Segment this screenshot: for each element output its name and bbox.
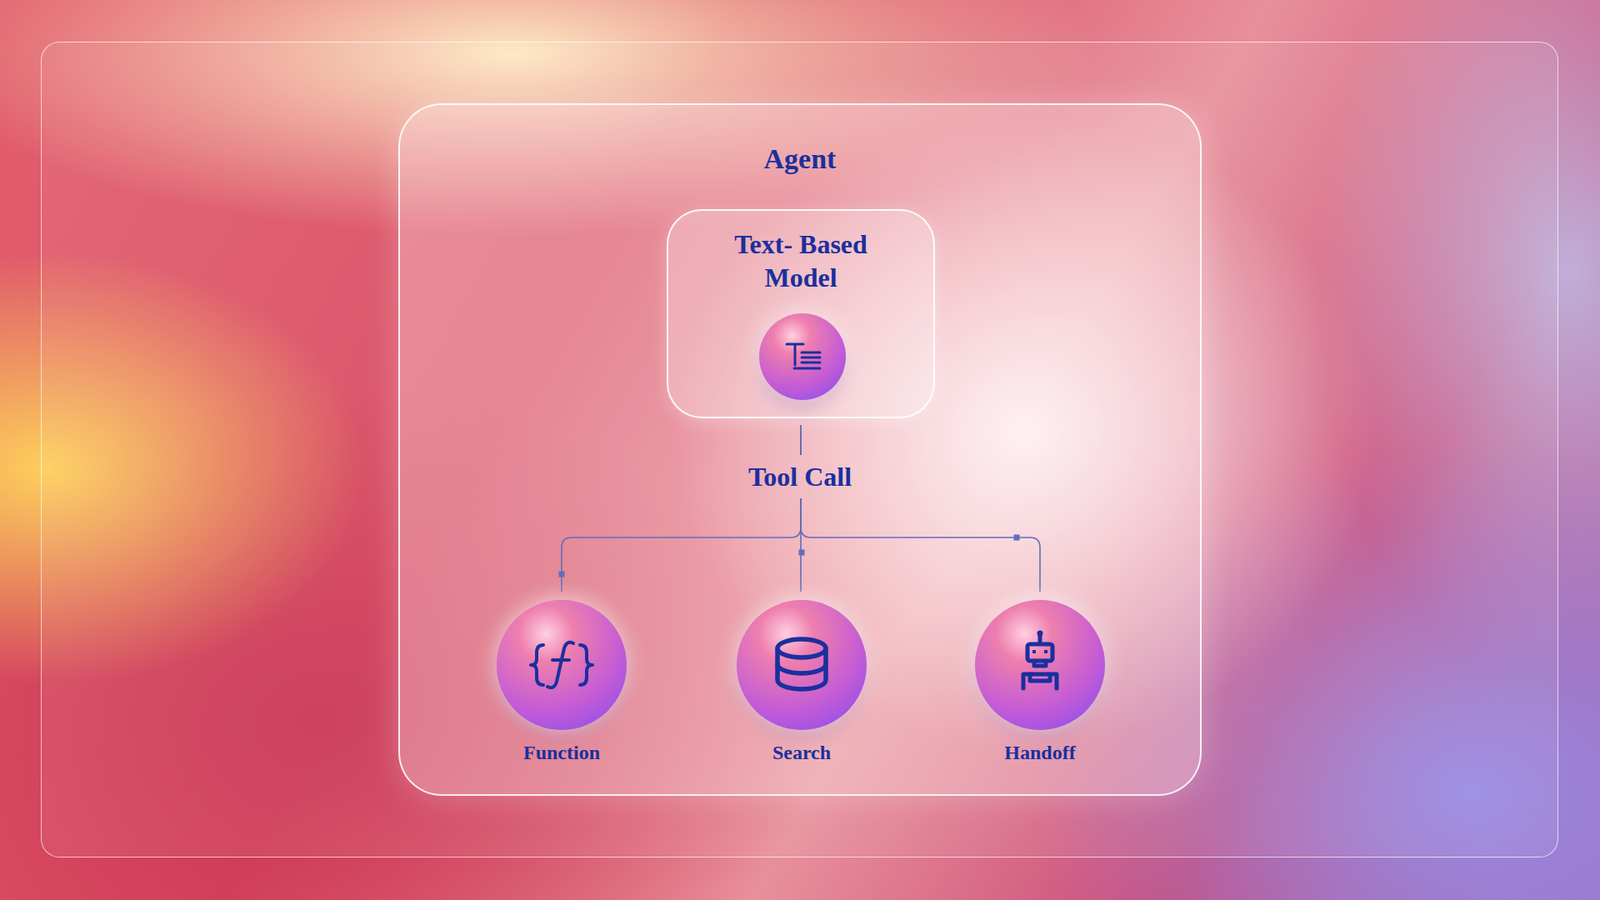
tool-icon <box>736 600 867 730</box>
tool-label: Handoff <box>940 740 1140 765</box>
tool-call-label: Tool Call <box>748 460 852 494</box>
model-icon <box>759 313 846 400</box>
tool-label: Search <box>701 740 902 765</box>
tool-node: Search <box>701 600 902 765</box>
tool-node: Function <box>461 600 662 765</box>
tool-icon <box>975 600 1105 730</box>
model-label: Text- Based Model <box>711 227 891 295</box>
tool-node: Handoff <box>940 600 1140 765</box>
model-text-wrap: Text- Based Model <box>711 227 891 295</box>
agent-panel: AgentText- Based ModelFunction Search Hand… <box>398 103 1202 796</box>
tool-orb <box>496 600 627 730</box>
model-box: Text- Based Model <box>666 209 935 419</box>
panel-title: Agent <box>400 141 1200 178</box>
tool-icon <box>496 600 627 730</box>
tool-label: Function <box>461 740 662 765</box>
tool-orb <box>736 600 867 730</box>
text-icon <box>759 313 846 400</box>
tool-orb <box>975 600 1105 730</box>
